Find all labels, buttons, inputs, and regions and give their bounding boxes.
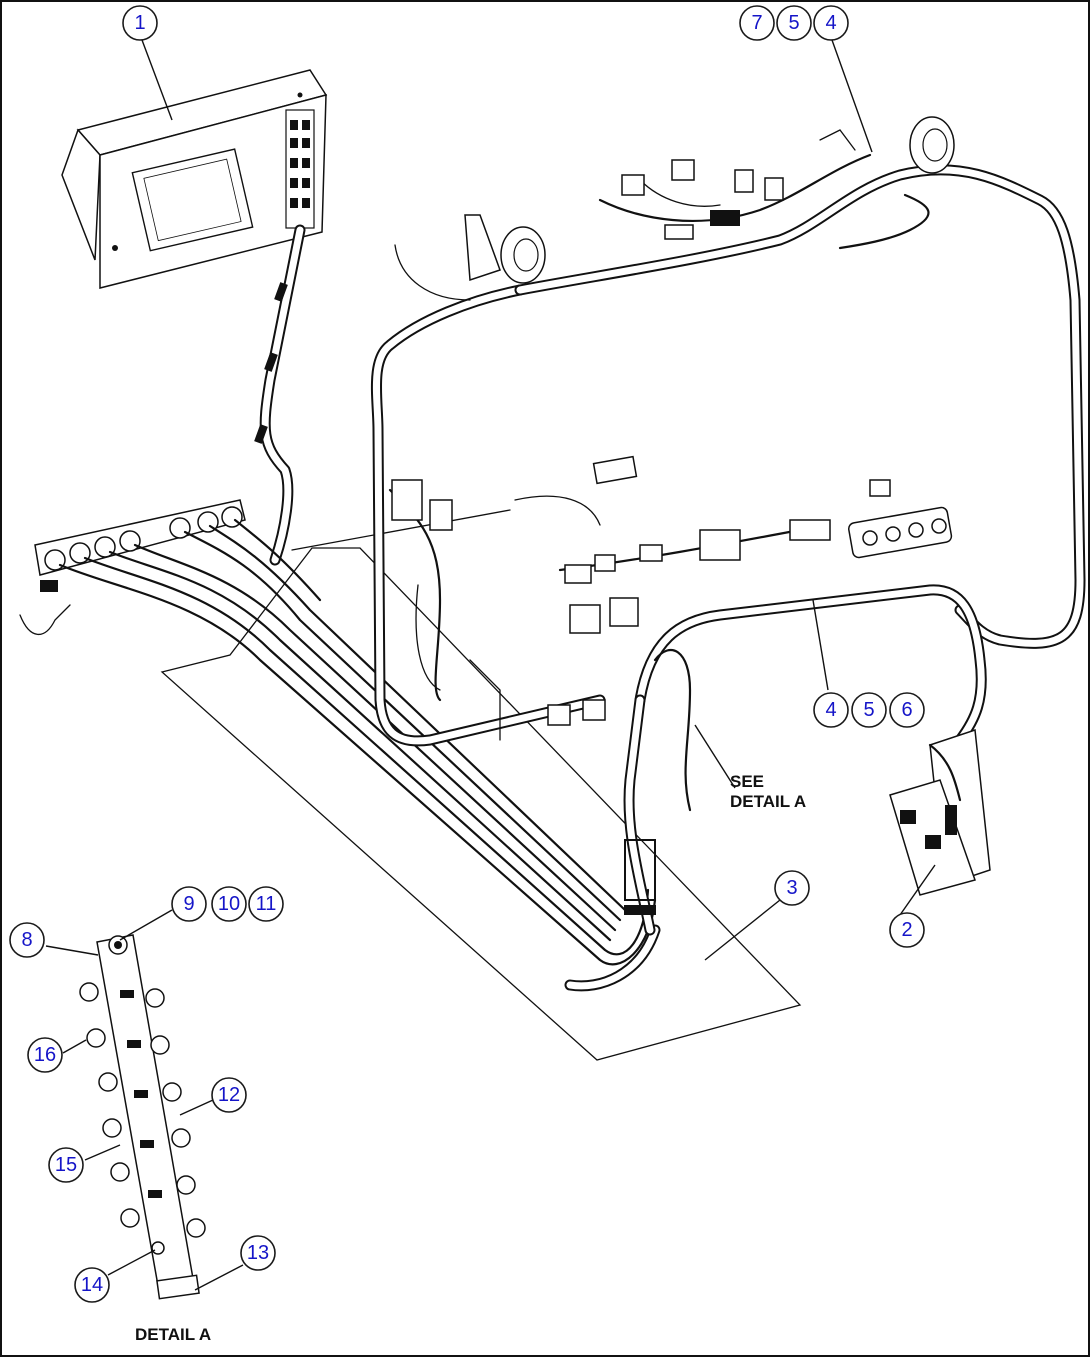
main-harness-loop [370,164,1086,747]
svg-text:5: 5 [863,699,874,721]
horn-left [464,214,546,284]
callout-5-top: 5 [776,5,812,41]
svg-text:15: 15 [55,1154,77,1176]
callout-7-top: 7 [739,5,775,41]
callout-2: 2 [889,912,925,948]
callout-14: 14 [74,1267,110,1303]
svg-text:10: 10 [218,893,240,915]
floor-plate [160,509,802,1061]
svg-text:13: 13 [247,1242,269,1264]
svg-text:5: 5 [788,12,799,34]
connector-bulkhead [19,499,246,636]
callout-16: 16 [27,1037,63,1073]
svg-text:8: 8 [21,929,32,951]
monitor-panel [61,69,328,289]
svg-text:9: 9 [183,893,194,915]
see-detail-label-line1: SEE [730,772,764,791]
svg-text:16: 16 [34,1044,56,1066]
leader-lines [45,39,936,1291]
callout-6-mid: 6 [889,692,925,728]
relay-block [889,728,991,896]
svg-text:11: 11 [256,893,277,915]
svg-text:7: 7 [751,12,762,34]
svg-text:4: 4 [825,699,836,721]
svg-text:2: 2 [901,919,912,941]
svg-text:4: 4 [825,12,836,34]
svg-text:3: 3 [786,877,797,899]
callout-4-mid: 4 [813,692,849,728]
see-detail-label-line2: DETAIL A [730,792,806,811]
terminal-strip-detail [79,934,206,1300]
callout-13: 13 [240,1235,276,1271]
middle-connector-cluster [388,455,953,741]
svg-text:1: 1 [134,12,145,34]
callout-3: 3 [774,870,810,906]
svg-text:12: 12 [218,1084,240,1106]
svg-text:14: 14 [81,1274,103,1296]
callout-1: 1 [122,5,158,41]
lower-harness-branch [623,584,987,936]
upper-connector-cluster [394,129,872,301]
callout-12: 12 [211,1077,247,1113]
callout-9: 9 [171,886,207,922]
svg-text:6: 6 [901,699,912,721]
horn-right [909,116,955,174]
floor-cable-bundle [58,518,661,992]
callout-15: 15 [48,1147,84,1183]
callout-11: 11 [248,886,284,922]
callout-8: 8 [9,922,45,958]
detail-a-title: DETAIL A [135,1325,211,1344]
callout-10: 10 [211,886,247,922]
callout-5-mid: 5 [851,692,887,728]
callout-4-top: 4 [813,5,849,41]
